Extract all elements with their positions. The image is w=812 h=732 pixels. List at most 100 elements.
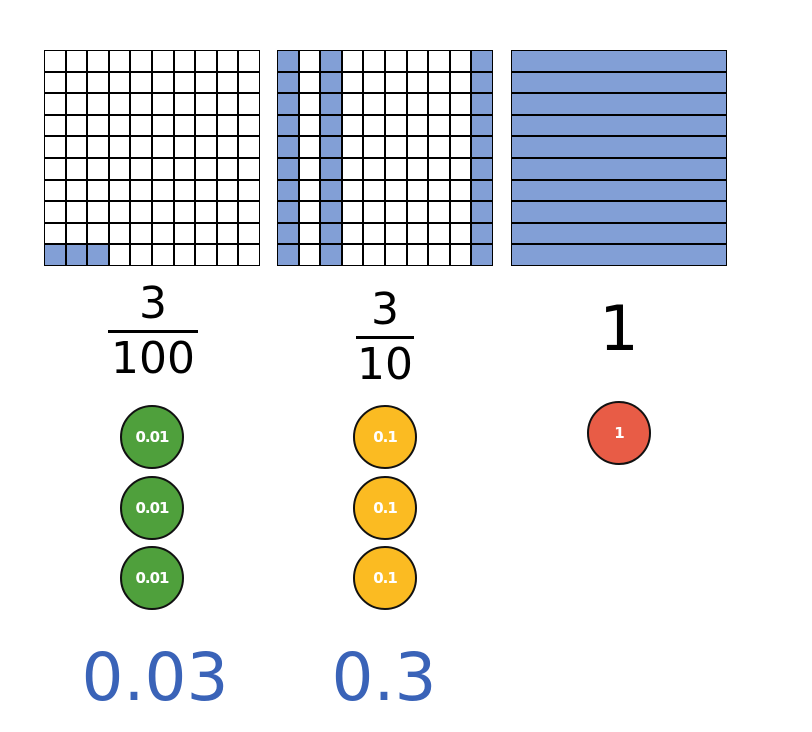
grid-cell [131, 223, 151, 244]
grid-cell [88, 159, 108, 179]
grid-row [512, 72, 726, 93]
grid-cell [450, 245, 471, 265]
grid-cell [321, 159, 341, 179]
grid-cell [109, 51, 130, 71]
fraction-bar [108, 330, 198, 333]
place-value-chip: 0.1 [353, 546, 417, 610]
grid-cell [66, 180, 87, 201]
grid-cell [153, 94, 173, 114]
grid-cell [321, 137, 341, 157]
grid-cell [364, 245, 384, 265]
grid-cell [196, 180, 216, 201]
grid-row [512, 180, 726, 201]
grid-cell [278, 51, 298, 71]
grid-cell [239, 159, 259, 179]
grid-cell [364, 51, 384, 71]
grid-cell [196, 115, 216, 136]
grid-cell [131, 245, 151, 265]
grid-cell [472, 51, 492, 71]
grid-cell [386, 202, 406, 222]
grid-cell [407, 137, 428, 157]
grid-cell [342, 202, 363, 222]
grid-row [512, 137, 726, 157]
grid-cell [299, 159, 320, 179]
grid-cell [45, 51, 65, 71]
grid-cell [299, 223, 320, 244]
grid-cell [45, 72, 65, 93]
grid-cell [174, 51, 195, 71]
decimal-0-3: 0.3 [331, 639, 437, 716]
grid-cell [88, 51, 108, 71]
grid-cell [450, 115, 471, 136]
grid-cell [153, 72, 173, 93]
grid-cell [45, 159, 65, 179]
fraction-3-10: 3 10 [356, 288, 414, 387]
grid-cell [88, 137, 108, 157]
grid-cell [472, 137, 492, 157]
grid-cell [299, 180, 320, 201]
grid-cell [239, 72, 259, 93]
grid-cell [278, 115, 298, 136]
grid-cell [66, 51, 87, 71]
grid-cell [450, 180, 471, 201]
grid-cell [364, 202, 384, 222]
whole-grid [511, 50, 727, 266]
grid-cell [88, 223, 108, 244]
grid-cell [429, 51, 449, 71]
grid-cell [109, 245, 130, 265]
grid-cell [109, 115, 130, 136]
grid-cell [278, 94, 298, 114]
grid-cell [429, 94, 449, 114]
grid-cell [109, 180, 130, 201]
grid-cell [174, 72, 195, 93]
grid-cell [239, 180, 259, 201]
numerator: 3 [139, 278, 167, 329]
place-value-chip: 0.01 [120, 476, 184, 540]
grid-cell [342, 159, 363, 179]
grid-cell [364, 159, 384, 179]
grid-cell [429, 72, 449, 93]
grid-cell [386, 245, 406, 265]
grid-row [512, 94, 726, 114]
grid-cell [450, 202, 471, 222]
grid-cell [429, 202, 449, 222]
grid-cell [321, 202, 341, 222]
grid-cell [131, 72, 151, 93]
grid-row [512, 115, 726, 136]
grid-cell [278, 137, 298, 157]
grid-cell [45, 115, 65, 136]
grid-cell [429, 223, 449, 244]
grid-cell [472, 159, 492, 179]
grid-cell [217, 115, 238, 136]
grid-cell [153, 223, 173, 244]
grid-cell [45, 202, 65, 222]
grid-cell [342, 245, 363, 265]
grid-cell [66, 115, 87, 136]
grid-cell [386, 180, 406, 201]
grid-cell [153, 51, 173, 71]
whole-number: 1 [599, 292, 639, 365]
grid-cell [153, 137, 173, 157]
grid-cell [109, 72, 130, 93]
grid-cell [88, 72, 108, 93]
grid-cell [321, 115, 341, 136]
grid-cell [217, 137, 238, 157]
grid-cell [472, 223, 492, 244]
place-value-chip: 0.1 [353, 405, 417, 469]
fraction-3-100: 3 100 [108, 282, 198, 381]
grid-cell [472, 94, 492, 114]
grid-cell [278, 245, 298, 265]
grid-cell [88, 115, 108, 136]
grid-cell [450, 94, 471, 114]
tenths-grid [277, 50, 493, 266]
grid-cell [217, 223, 238, 244]
grid-cell [153, 180, 173, 201]
grid-cell [196, 51, 216, 71]
grid-cell [429, 137, 449, 157]
grid-cell [321, 51, 341, 71]
grid-cell [174, 94, 195, 114]
grid-cell [109, 202, 130, 222]
decimal-0-03: 0.03 [81, 639, 229, 716]
grid-cell [321, 223, 341, 244]
grid-cell [278, 223, 298, 244]
